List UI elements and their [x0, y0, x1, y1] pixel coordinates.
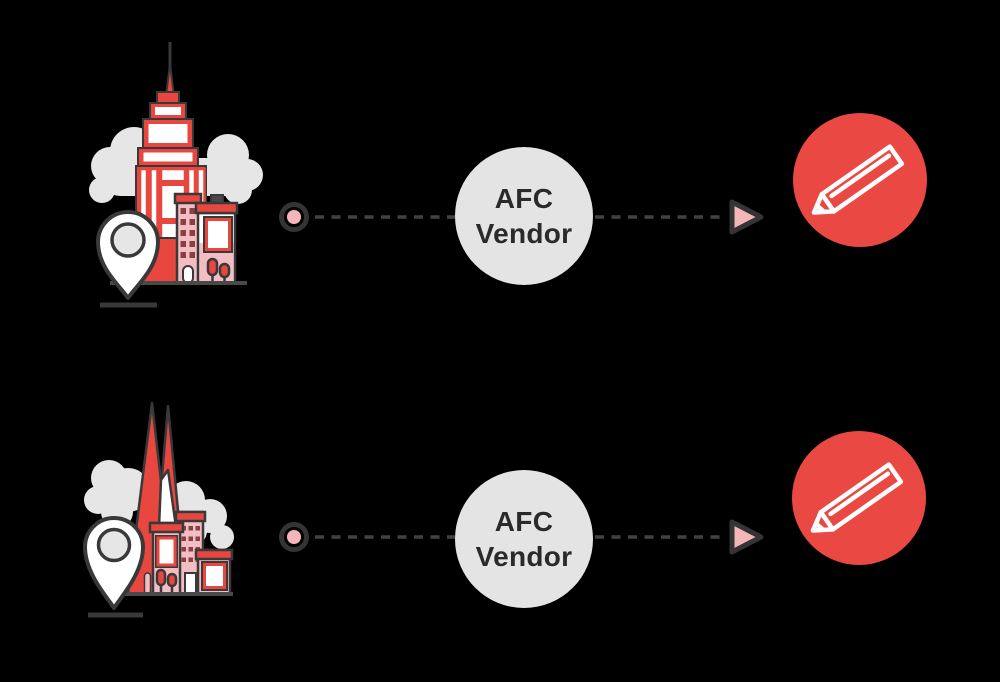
arrowhead-icon: [729, 199, 764, 235]
city-cathedral-illustration: [83, 401, 234, 618]
afc-vendor-node: AFC Vendor: [455, 147, 593, 285]
edit-node: [792, 431, 926, 565]
map-pin-icon: [83, 516, 145, 610]
right-building: [194, 548, 234, 596]
afc-vendor-node: AFC Vendor: [455, 470, 593, 608]
edit-node: [793, 113, 927, 247]
city-skyscraper-illustration: [89, 42, 263, 308]
arrowhead-icon: [729, 519, 764, 555]
afc-vendor-label-line1: AFC: [494, 183, 554, 214]
dashed-connector: [279, 199, 764, 235]
afc-vendor-label-line2: Vendor: [475, 218, 573, 249]
dashed-connector: [279, 519, 764, 555]
pink-building: [173, 192, 203, 285]
pencil-icon: [811, 144, 905, 215]
cloud-shape: [84, 460, 234, 549]
connector-origin-dot: [287, 210, 301, 224]
left-building: [148, 521, 185, 596]
connector-origin-ring: [279, 522, 309, 552]
side-building: [194, 194, 239, 285]
pencil-icon: [810, 462, 904, 533]
map-pin-icon: [96, 210, 160, 300]
afc-vendor-label-line1: AFC: [494, 506, 554, 537]
connector-origin-dot: [287, 530, 301, 544]
afc-vendor-label-line2: Vendor: [475, 541, 573, 572]
connector-origin-ring: [279, 202, 309, 232]
